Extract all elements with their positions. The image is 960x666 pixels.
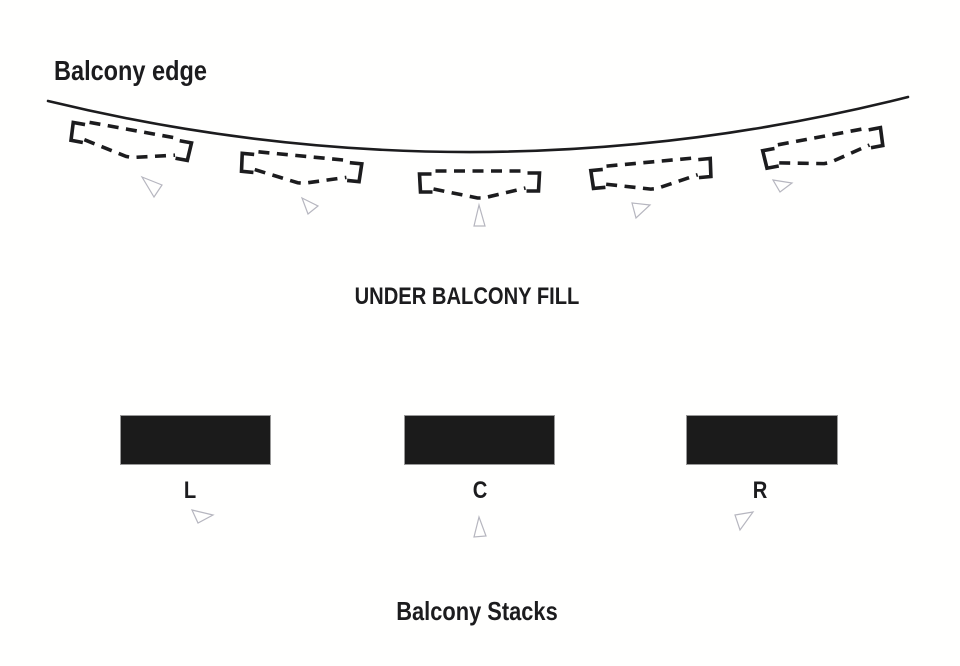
direction-arrow-icon-speaker-2 bbox=[300, 196, 320, 215]
under-balcony-speaker-3 bbox=[417, 169, 542, 200]
balcony-edge-curve bbox=[46, 95, 910, 154]
balcony-stack-center bbox=[404, 415, 555, 465]
direction-arrow-icon-stack-right bbox=[734, 511, 755, 532]
direction-arrow-icon-speaker-1 bbox=[140, 175, 163, 199]
stack-label-right: R bbox=[752, 477, 768, 504]
under-balcony-fill-label: UNDER BALCONY FILL bbox=[354, 283, 580, 310]
stack-label-center: C bbox=[472, 477, 488, 504]
balcony-stack-right bbox=[686, 415, 838, 465]
direction-arrow-icon-speaker-3 bbox=[473, 202, 486, 227]
stack-label-left: L bbox=[183, 477, 197, 504]
under-balcony-speaker-4 bbox=[588, 154, 715, 197]
direction-arrow-icon-speaker-5 bbox=[771, 179, 794, 193]
direction-arrow-icon-stack-left bbox=[190, 509, 215, 524]
balcony-stacks-label: Balcony Stacks bbox=[396, 596, 558, 626]
direction-arrow-icon-speaker-4 bbox=[631, 202, 652, 220]
balcony-stack-left bbox=[120, 415, 271, 465]
direction-arrow-icon-stack-center bbox=[473, 514, 487, 538]
under-balcony-speaker-5 bbox=[760, 123, 887, 177]
under-balcony-speaker-2 bbox=[238, 148, 364, 191]
balcony-edge-label: Balcony edge bbox=[54, 55, 207, 86]
